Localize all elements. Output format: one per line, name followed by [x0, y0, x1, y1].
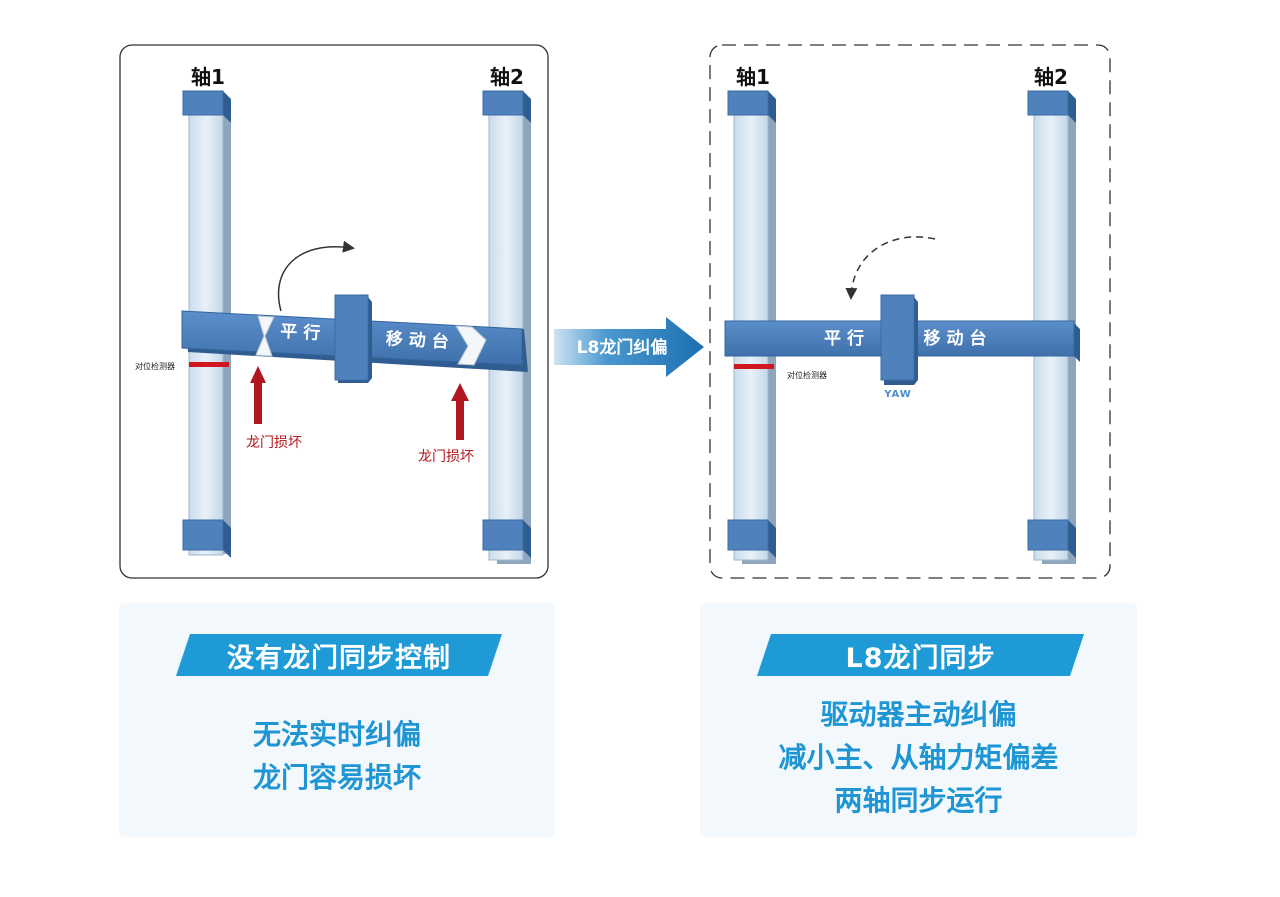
right-rail-1-bottom-block — [727, 519, 769, 551]
left-rail-1-top-block — [182, 90, 224, 116]
left-moving-carriage — [334, 294, 369, 381]
right-axis-1-label: 轴1 — [736, 65, 770, 89]
right-rotation-arrow — [845, 236, 936, 300]
left-rotation-arrow — [277, 240, 355, 312]
left-beam-label-table: 移动台 — [385, 328, 455, 353]
right-panel: 轴1 轴2 平行 移动台 对位检测器 YAW — [709, 44, 1111, 579]
middle-arrow-label: L8龙门纠偏 — [577, 337, 668, 358]
left-beam-label-parallel: 平行 — [280, 321, 327, 344]
right-caption-lines: 驱动器主动纠偏 减小主、从轴力矩偏差 两轴同步运行 — [700, 693, 1137, 822]
right-beam-label-parallel: 平行 — [824, 328, 870, 349]
left-panel: 轴1 轴2 平行 移动台 对位检测器 龙门损坏 龙门损坏 — [119, 44, 549, 579]
left-damage-arrow-2 — [451, 383, 469, 440]
right-moving-carriage — [880, 294, 915, 381]
left-damage-arrow-1 — [250, 366, 266, 424]
left-caption-panel: 没有龙门同步控制 无法实时纠偏 龙门容易损坏 — [119, 603, 555, 837]
right-sensor-marker — [734, 364, 774, 369]
left-caption-line-1: 无法实时纠偏 — [252, 718, 421, 751]
left-rail-1-bottom-block — [182, 519, 224, 551]
right-caption-panel: L8龙门同步 驱动器主动纠偏 减小主、从轴力矩偏差 两轴同步运行 — [700, 603, 1137, 837]
right-axis-2-label: 轴2 — [1034, 65, 1068, 89]
left-caption-lines: 无法实时纠偏 龙门容易损坏 — [119, 713, 555, 799]
right-straight-beam: 平行 移动台 — [724, 294, 1080, 385]
right-rail-2-bottom-block — [1027, 519, 1069, 551]
right-beam-label-table: 移动台 — [924, 328, 993, 349]
right-caption-line-3: 两轴同步运行 — [834, 784, 1003, 817]
right-rail-1-top-block — [727, 90, 769, 116]
left-rail-2-bottom-block — [482, 519, 524, 551]
left-tilted-beam: 平行 移动台 — [181, 294, 528, 383]
left-damage-label-2: 龙门损坏 — [418, 449, 474, 465]
left-sensor-label: 对位检测器 — [135, 361, 175, 371]
right-yaw-label: YAW — [883, 389, 912, 400]
left-sensor-marker — [189, 362, 229, 367]
right-caption-line-2: 减小主、从轴力矩偏差 — [778, 741, 1059, 774]
right-sensor-label: 对位检测器 — [787, 370, 827, 380]
left-caption-banner: 没有龙门同步控制 — [176, 634, 502, 676]
left-rail-2-top-block — [482, 90, 524, 116]
right-caption-line-1: 驱动器主动纠偏 — [820, 698, 1017, 731]
middle-correction-arrow: L8龙门纠偏 — [554, 317, 704, 377]
left-damage-label-1: 龙门损坏 — [246, 435, 302, 451]
left-beam-break-right — [455, 325, 487, 366]
right-rail-2-top-block — [1027, 90, 1069, 116]
left-beam-break-left — [255, 315, 275, 357]
left-axis-1-label: 轴1 — [191, 65, 225, 89]
left-caption-line-2: 龙门容易损坏 — [252, 761, 421, 794]
left-axis-2-label: 轴2 — [490, 65, 524, 89]
right-caption-banner: L8龙门同步 — [757, 634, 1084, 676]
